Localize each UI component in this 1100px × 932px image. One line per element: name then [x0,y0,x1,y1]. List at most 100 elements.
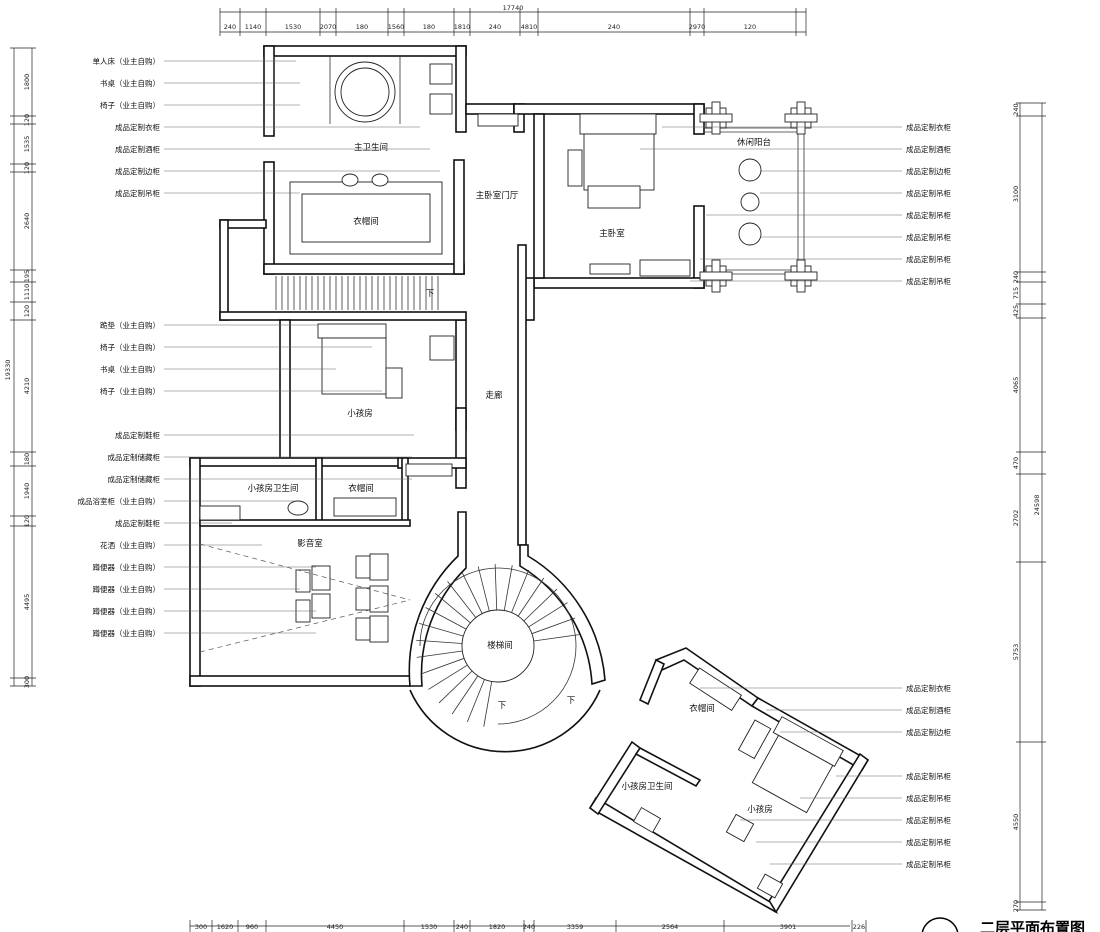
stair-tread [425,607,467,630]
right-callout-label: 成品定制吊柜 [906,771,951,781]
stair-tread [447,581,477,618]
label-kids-bath-2: 小孩房卫生间 [621,781,672,792]
left-callout-label: 椅子（业主自购） [100,342,160,352]
dim-top-value: 4810 [521,23,538,31]
left-callout-label: 成品定制吊柜 [115,188,160,198]
right-callout-label: 成品定制吊柜 [906,254,951,264]
label-corridor: 走廊 [485,390,503,401]
right-callout-label: 成品定制衣柜 [906,683,951,693]
dim-left-value: 120 [23,515,31,527]
dim-bottom-value: 240 [523,923,535,931]
dim-left-ticks: 1800120153512026401951110120421018019401… [10,47,36,688]
left-callout-label: 成品浴室柜（业主自购） [78,496,161,506]
dim-left-value: 2640 [23,213,31,230]
furniture [199,56,844,899]
stair-tread [461,572,483,614]
dim-top-value: 1140 [245,23,262,31]
dim-bottom-value: 240 [456,923,468,931]
right-callout-label: 成品定制吊柜 [906,276,951,286]
dim-right-value: 240 [1012,103,1020,115]
left-callout-label: 椅子（业主自购） [100,100,160,110]
dim-left-value: 1800 [23,74,31,91]
right-callout-label: 成品定制吊柜 [906,815,951,825]
left-callouts: 单人床（业主自购）书桌（业主自购）椅子（业主自购）成品定制衣柜成品定制酒柜成品定… [78,56,440,638]
label-master-bath: 主卫生间 [354,142,388,153]
dim-left-value: 4495 [23,594,31,611]
left-callout-label: 单人床（业主自购） [93,56,161,66]
dim-top-value: 120 [744,23,756,31]
right-callout-label: 成品定制边柜 [906,166,951,176]
label-down-2: 下 [498,701,507,711]
dim-left-total: 19330 [4,360,12,381]
dim-bottom-value: 300 [195,923,207,931]
dim-left-value: 180 [23,453,31,465]
dim-top-value: 2970 [689,23,706,31]
right-callout-label: 成品定制吊柜 [906,188,951,198]
right-callout-label: 成品定制吊柜 [906,232,951,242]
label-down-3: 下 [567,696,576,706]
dim-left-value: 195 [23,270,31,282]
left-callout-label: 成品定制鞋柜 [115,430,160,440]
left-callout-label: 椅子（业主自购） [100,386,160,396]
stair-treads [416,564,580,727]
stair-tread [416,639,463,644]
dim-top-value: 180 [356,23,368,31]
dim-bottom-value: 1530 [421,923,438,931]
dim-right-value: 240 [1012,271,1020,283]
dim-right-value: 5753 [1012,644,1020,661]
left-callout-label: 蹲便器（业主自购） [93,562,161,572]
right-callout-label: 成品定制酒柜 [906,705,951,715]
dim-bottom-value: 226 [853,923,865,931]
left-callout-label: 书桌（业主自购） [100,78,160,88]
stair-tread [416,650,463,658]
dim-top-value: 180 [423,23,435,31]
dim-right-value: 3100 [1012,186,1020,203]
left-callout-label: 蹲便器（业主自购） [93,628,161,638]
label-master-foyer: 主卧室门厅 [476,190,519,201]
left-callout-label: 成品定制鞋柜 [115,518,160,528]
right-callout-label: 成品定制吊柜 [906,859,951,869]
dim-bottom-value: 3901 [780,923,797,931]
right-callout-label: 成品定制酒柜 [906,144,951,154]
stair-tread [517,577,545,617]
dim-left-value: 1110 [23,284,31,301]
dim-top-value: 1810 [454,23,471,31]
dim-top-value: 240 [608,23,620,31]
stair-tread [494,564,498,611]
dim-right-value: 715 [1012,287,1020,299]
right-callout-label: 成品定制吊柜 [906,793,951,803]
label-down-1: 下 [426,289,435,299]
label-closet-2: 衣帽间 [689,703,715,714]
dim-right-value: 2702 [1012,510,1020,527]
stair-tread [428,664,468,690]
room-labels: 主卫生间 衣帽间 主卧室门厅 主卧室 休闲阳台 下 小孩房 走廊 小孩房卫生间 … [247,137,772,815]
balcony [699,101,818,293]
stair-tread [466,679,485,723]
right-callout-label: 成品定制边柜 [906,727,951,737]
right-callout-label: 成品定制衣柜 [906,122,951,132]
dim-top-total: 17740 [503,4,524,12]
dim-left-value: 4210 [23,378,31,395]
stair-tread [419,623,464,637]
stair-tread [511,569,530,613]
label-kids-room-1: 小孩房 [347,408,373,419]
right-callout-label: 成品定制吊柜 [906,210,951,220]
stair-tread [451,675,479,715]
drawing-title: 二层平面布置图 [921,917,1085,932]
dim-bottom-value: 960 [246,923,258,931]
left-callout-label: 成品定制边柜 [115,166,160,176]
left-callout-label: 成品定制储藏柜 [108,452,161,462]
dim-top-value: 1560 [388,23,405,31]
dim-left-value: 120 [23,114,31,126]
stair-tread [531,617,576,635]
left-callout-label: 书桌（业主自购） [100,364,160,374]
label-balcony: 休闲阳台 [737,137,771,148]
dim-right-value: 4065 [1012,377,1020,394]
label-master-closet: 衣帽间 [353,216,379,227]
dim-left-value: 300 [23,676,31,688]
label-closet-1: 衣帽间 [348,483,374,494]
